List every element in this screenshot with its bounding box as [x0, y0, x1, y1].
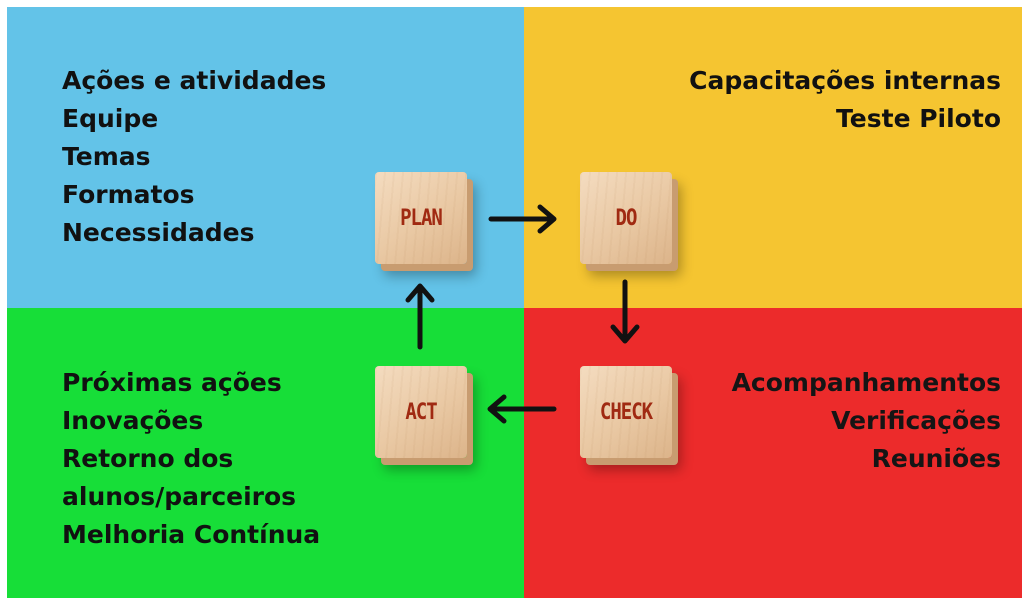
plan-item: Equipe — [62, 104, 159, 133]
act-items-list: Próximas ações Inovações Retorno dos alu… — [62, 364, 320, 554]
do-item: Capacitações internas — [689, 66, 1001, 95]
do-items-list: Capacitações internas Teste Piloto — [689, 62, 1001, 138]
act-cube-label: ACT — [405, 399, 437, 425]
plan-cube: PLAN — [375, 172, 467, 264]
check-cube-label: CHECK — [599, 399, 653, 425]
plan-item: Temas — [62, 142, 151, 171]
act-item: Inovações — [62, 406, 204, 435]
check-items-list: Acompanhamentos Verificações Reuniões — [732, 364, 1001, 478]
arrow-act-to-plan — [405, 283, 435, 350]
check-cube: CHECK — [580, 366, 672, 458]
do-cube-label: DO — [615, 205, 638, 231]
arrow-plan-to-do — [488, 204, 557, 234]
plan-items-list: Ações e atividades Equipe Temas Formatos… — [62, 62, 326, 252]
check-item: Reuniões — [871, 444, 1001, 473]
act-cube: ACT — [375, 366, 467, 458]
check-item: Acompanhamentos — [731, 368, 1001, 397]
do-item: Teste Piloto — [836, 104, 1001, 133]
do-cube: DO — [580, 172, 672, 264]
plan-item: Ações e atividades — [62, 66, 327, 95]
arrow-check-to-act — [487, 394, 557, 424]
check-item: Verificações — [831, 406, 1001, 435]
act-item: alunos/parceiros — [62, 482, 297, 511]
plan-item: Formatos — [62, 180, 195, 209]
act-item: Retorno dos — [62, 444, 234, 473]
plan-item: Necessidades — [62, 218, 255, 247]
plan-cube-label: PLAN — [400, 205, 443, 231]
act-item: Próximas ações — [62, 368, 282, 397]
arrow-do-to-check — [610, 279, 640, 344]
act-item: Melhoria Contínua — [62, 520, 321, 549]
